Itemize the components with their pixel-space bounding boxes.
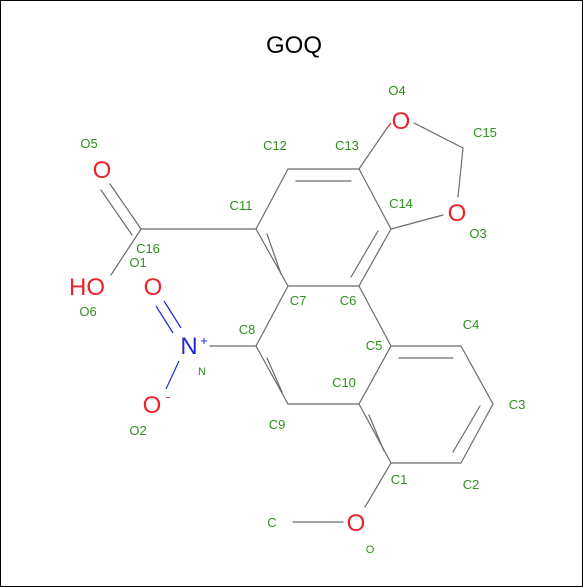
bond-c3-c2-inner bbox=[452, 405, 481, 453]
atom-o6-hydroxyl: HO bbox=[69, 274, 105, 301]
label-c6: C6 bbox=[340, 293, 357, 308]
label-c11: C11 bbox=[230, 198, 253, 213]
bond-c14-c6 bbox=[358, 228, 392, 287]
bond-c6-c5 bbox=[358, 285, 392, 347]
bond-c14-c6-inner bbox=[350, 230, 379, 278]
label-n: N bbox=[198, 366, 206, 378]
atom-o5: O bbox=[93, 157, 112, 184]
atom-o-methoxy: O bbox=[347, 510, 366, 537]
label-o2: O2 bbox=[129, 423, 146, 438]
label-o-methoxy: O bbox=[366, 544, 375, 556]
bonds bbox=[100, 122, 494, 523]
charge-minus: - bbox=[166, 389, 170, 404]
label-c4: C4 bbox=[463, 317, 480, 332]
atom-o3: O bbox=[448, 200, 467, 227]
label-o5: O5 bbox=[80, 136, 97, 151]
bond-o4-c15 bbox=[413, 122, 464, 149]
atom-o4: O bbox=[392, 108, 411, 135]
label-o1: O1 bbox=[129, 255, 146, 270]
label-o6: O6 bbox=[79, 304, 96, 319]
charge-plus: + bbox=[200, 333, 208, 348]
bond-n-o2 bbox=[165, 360, 180, 390]
bond-c16-o5-double bbox=[100, 189, 133, 236]
bond-c9-c8-inner bbox=[266, 357, 283, 393]
bond-c1-c10 bbox=[358, 403, 392, 464]
bond-c13-c14 bbox=[358, 168, 392, 230]
bond-c4-c3 bbox=[460, 345, 494, 405]
bond-c14-o3 bbox=[390, 214, 444, 230]
bond-c11-c12 bbox=[255, 168, 289, 230]
label-c7: C7 bbox=[290, 293, 307, 308]
heteroatoms: O O O HO O N + O - O bbox=[69, 108, 466, 537]
label-c16: C16 bbox=[136, 241, 160, 256]
label-o4: O4 bbox=[388, 83, 405, 98]
label-c15: C15 bbox=[473, 125, 497, 140]
bond-c8-c7 bbox=[255, 285, 289, 347]
bond-n-o1 bbox=[163, 300, 182, 329]
label-c14: C14 bbox=[389, 196, 413, 211]
diagram-title: GOQ bbox=[266, 32, 322, 59]
label-o3: O3 bbox=[469, 226, 486, 241]
label-c8: C8 bbox=[239, 322, 256, 337]
label-c12: C12 bbox=[263, 138, 287, 153]
bond-c3-c2 bbox=[460, 403, 494, 464]
bond-c15-o3 bbox=[457, 147, 464, 198]
label-c9: C9 bbox=[269, 417, 286, 432]
bond-c16-o5 bbox=[109, 183, 142, 230]
atom-n: N bbox=[180, 333, 197, 360]
atom-o2: O bbox=[143, 392, 162, 419]
label-c1: C1 bbox=[391, 472, 408, 487]
bond-c16-o6 bbox=[110, 228, 142, 276]
bond-c13-o4 bbox=[358, 127, 388, 170]
atom-o1: O bbox=[144, 274, 163, 301]
label-c5: C5 bbox=[366, 338, 383, 353]
atom-labels: C1 C2 C3 C4 C5 C6 C7 C8 C9 C10 C11 C12 C… bbox=[79, 83, 525, 556]
label-c10: C10 bbox=[332, 375, 356, 390]
bond-c1-o bbox=[364, 462, 392, 508]
bond-c5-c10 bbox=[358, 345, 392, 405]
bond-c13-o4-tip bbox=[386, 122, 392, 129]
bond-c1-c10-inner bbox=[368, 414, 385, 452]
bond-c7-c11 bbox=[255, 228, 289, 287]
bond-c9-c8 bbox=[255, 345, 289, 405]
label-c2: C2 bbox=[463, 477, 480, 492]
bond-n-o1-double bbox=[155, 305, 174, 334]
label-c-methyl: C bbox=[267, 515, 276, 530]
label-c3: C3 bbox=[509, 397, 526, 412]
label-c13: C13 bbox=[335, 138, 359, 153]
bond-c7-c11-inner bbox=[266, 233, 282, 275]
